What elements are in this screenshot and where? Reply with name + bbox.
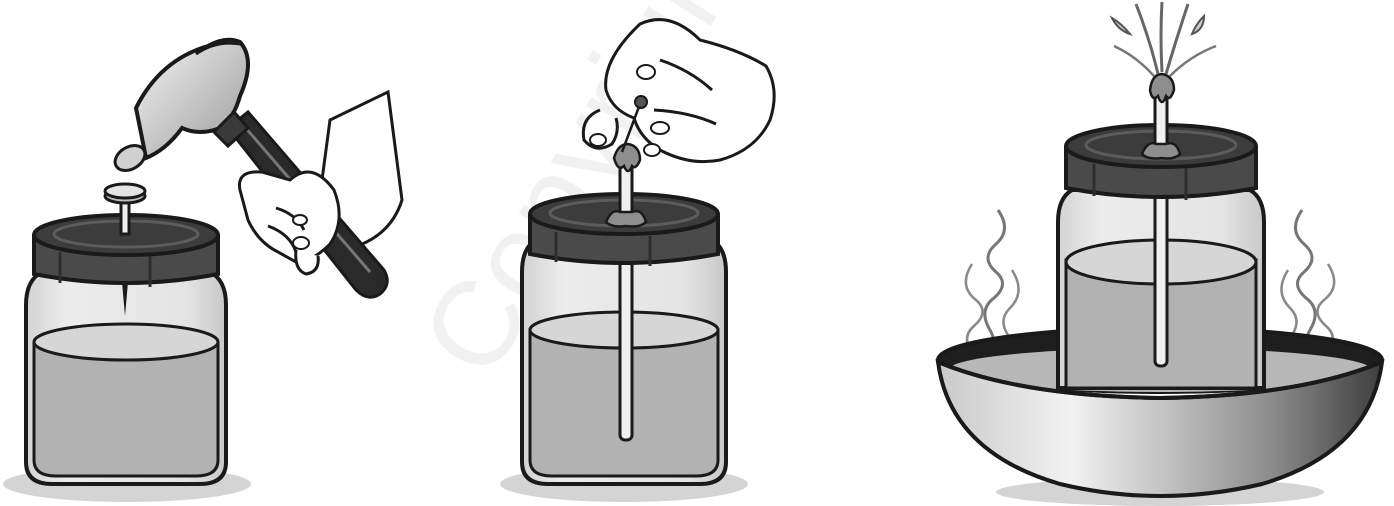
needle-head bbox=[635, 96, 647, 108]
water-jet bbox=[1161, 2, 1162, 72]
wax-seal bbox=[1142, 143, 1180, 158]
panel-fountain bbox=[938, 2, 1382, 506]
liquid-surface bbox=[34, 324, 218, 360]
panel-hammer-nail bbox=[3, 40, 402, 502]
water-drop bbox=[1112, 18, 1130, 34]
jar-liquid bbox=[34, 344, 218, 476]
fingernail bbox=[293, 215, 307, 225]
wax-drip bbox=[614, 144, 640, 171]
steam-right bbox=[1281, 270, 1296, 340]
wax-seal bbox=[606, 211, 646, 226]
fingernail bbox=[644, 144, 660, 156]
wax-drip bbox=[1150, 74, 1174, 102]
steam-left bbox=[1003, 270, 1018, 340]
nail-head bbox=[105, 184, 145, 198]
fingernail bbox=[590, 134, 606, 146]
hand bbox=[239, 172, 339, 262]
steam-left bbox=[985, 210, 1005, 356]
fingernail bbox=[637, 65, 655, 79]
straw bbox=[1155, 170, 1167, 366]
fingernail bbox=[651, 122, 669, 134]
fingernail bbox=[293, 237, 309, 249]
water-drop bbox=[1192, 16, 1204, 34]
water-jet bbox=[1170, 46, 1216, 76]
water-jet bbox=[1114, 46, 1154, 76]
